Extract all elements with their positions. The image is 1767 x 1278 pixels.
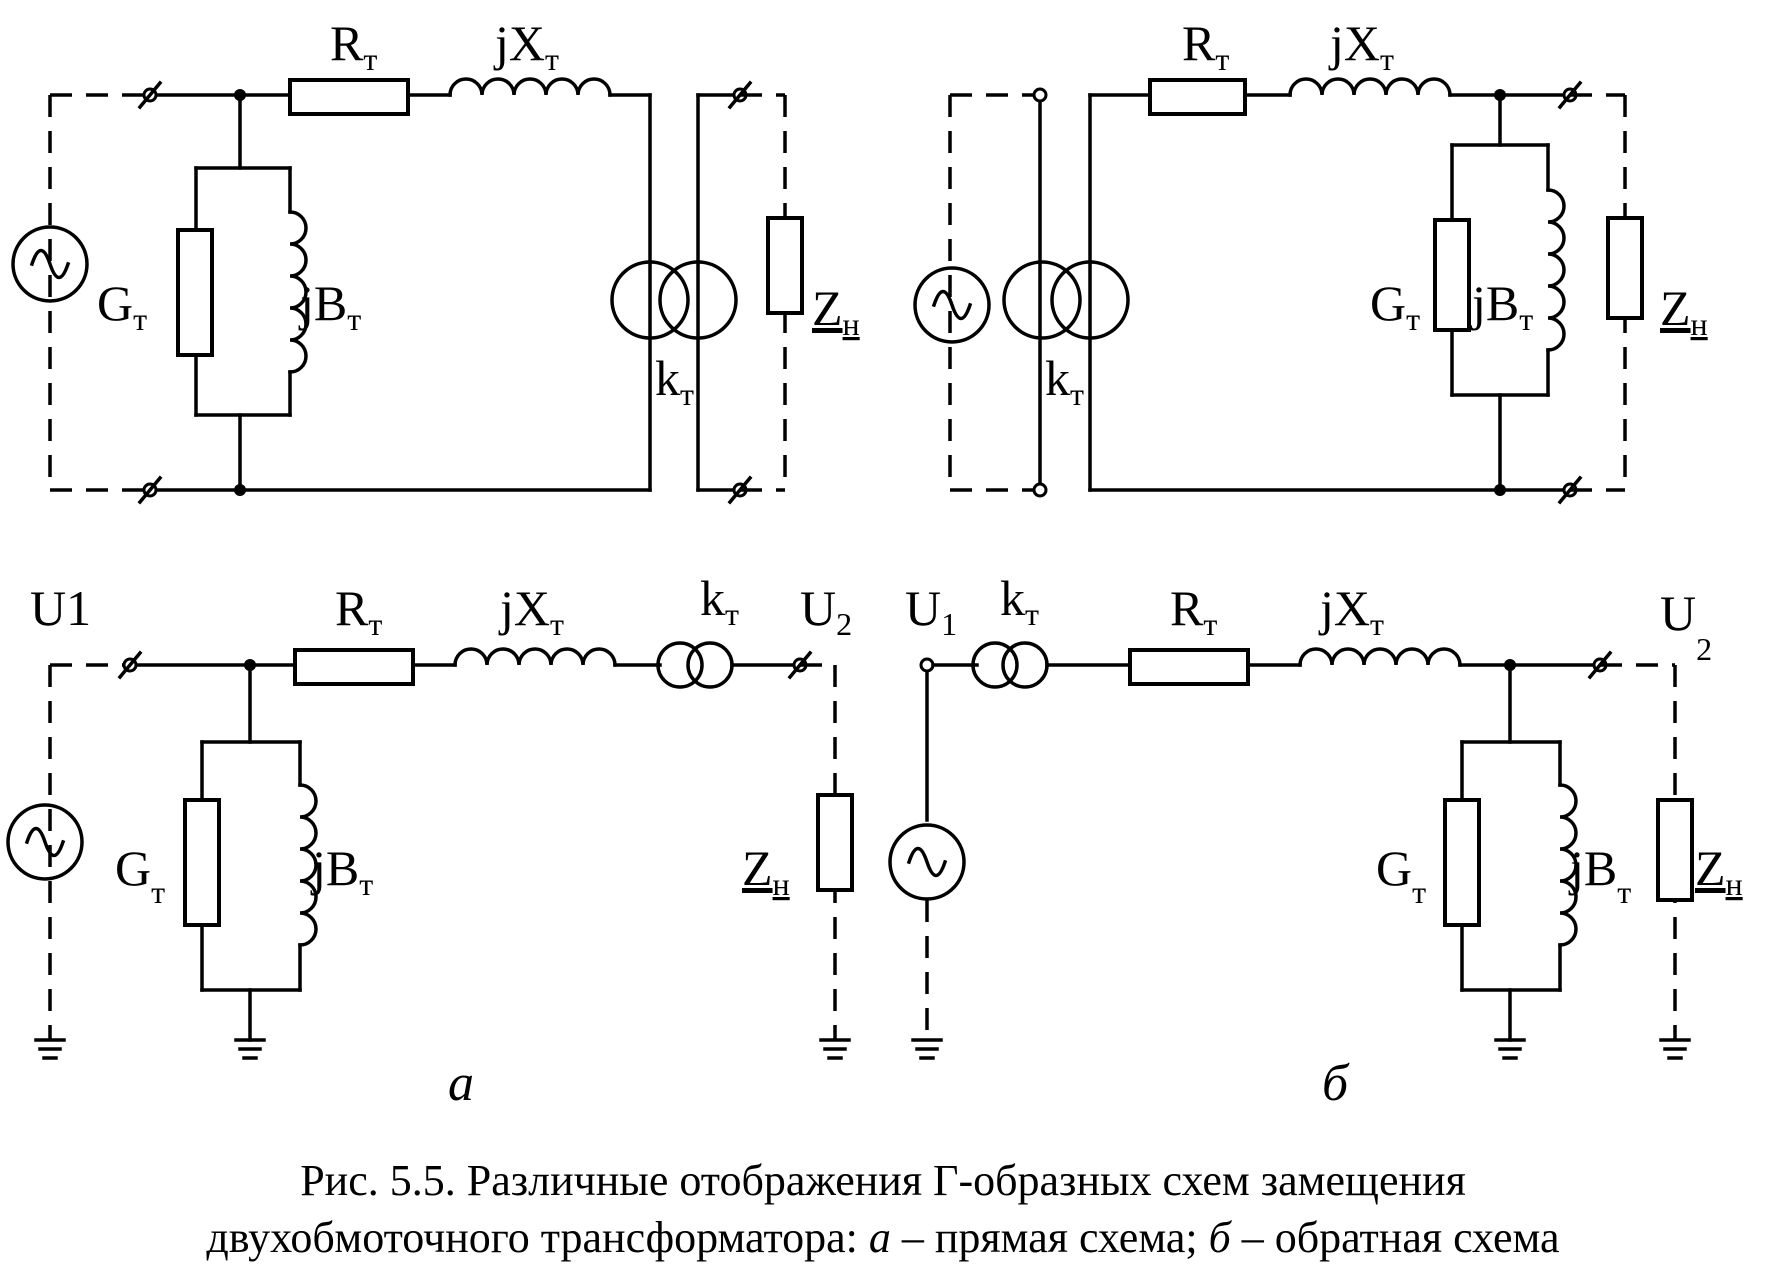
label-gt-tr: Gт <box>1370 275 1420 337</box>
transformer-bottom-right <box>971 641 1019 689</box>
label-rt-tr: Rт <box>1182 15 1229 77</box>
label-u1-bl: U1 <box>30 580 91 636</box>
transformer-top-right <box>1002 260 1082 340</box>
diagram-bottom-left <box>6 641 854 1060</box>
inductor-bt-top-right <box>1546 188 1566 352</box>
label-zn-br: Zн <box>1695 840 1743 902</box>
label-gt-bl: Gт <box>115 840 165 910</box>
resistor-gt-top-right <box>1433 218 1471 332</box>
label-bt-br: jBт <box>1568 840 1631 910</box>
diagram-top-right <box>913 77 1644 504</box>
diagram-top-left <box>11 77 804 504</box>
label-u2-bl: U2 <box>800 580 852 642</box>
label-gt-br: Gт <box>1376 840 1426 910</box>
label-zn-tr: Zн <box>1660 280 1708 342</box>
transformer-bottom-left <box>656 641 704 689</box>
label-kt-br: kт <box>1000 570 1039 632</box>
source-bottom-right <box>888 823 966 901</box>
label-u2-br: U2 <box>1660 585 1712 667</box>
label-zn-tl: Zн <box>812 280 860 342</box>
resistor-rt-bottom-left <box>293 648 415 686</box>
label-bt-tl: jBт <box>298 275 361 337</box>
load-zn-bottom-right <box>1656 798 1694 902</box>
diagram-bottom-right <box>888 641 1694 1060</box>
label-bt-tr: jBт <box>1470 275 1533 337</box>
caption-line-1: Рис. 5.5. Различные отображения Г-образн… <box>300 1156 1466 1205</box>
inductor-xt-top-left <box>448 77 612 97</box>
component-labels: Rт jXт Gт jBт kт Zн Rт jXт Gт jBт kт Zн … <box>30 15 1743 910</box>
label-kt-tr: kт <box>1045 350 1084 412</box>
label-rt-bl: Rт <box>335 580 382 642</box>
resistor-gt-top-left <box>176 228 214 357</box>
panel-label-b: б <box>1322 1055 1350 1112</box>
label-rt-br: Rт <box>1170 580 1217 642</box>
panel-label-a: а <box>448 1055 474 1112</box>
label-u1-br: U1 <box>905 580 957 642</box>
label-kt-bl: kт <box>700 570 739 632</box>
label-xt-br: jXт <box>1318 580 1384 642</box>
caption-line-2: двухобмоточного трансформатора: а – прям… <box>206 1213 1559 1262</box>
inductor-xt-top-right <box>1288 77 1452 97</box>
inductor-xt-bottom-right <box>1298 647 1462 667</box>
transformer-top-left <box>610 260 690 340</box>
label-xt-bl: jXт <box>498 580 564 642</box>
label-zn-bl: Zн <box>742 840 790 902</box>
resistor-rt-top-right <box>1148 78 1247 116</box>
source-top-right <box>913 266 991 344</box>
label-gt-tl: Gт <box>97 275 147 337</box>
resistor-rt-top-left <box>288 78 410 116</box>
load-zn-top-left <box>766 216 804 315</box>
resistor-gt-bottom-left <box>183 798 221 927</box>
label-rt-tl: Rт <box>330 15 377 77</box>
label-xt-tl: jXт <box>493 15 559 77</box>
load-zn-bottom-left <box>816 793 854 892</box>
label-bt-bl: jBт <box>310 840 373 902</box>
resistor-rt-bottom-right <box>1128 648 1250 686</box>
resistor-gt-bottom-right <box>1443 798 1481 927</box>
inductor-xt-bottom-left <box>453 647 617 667</box>
label-kt-tl: kт <box>655 350 694 412</box>
label-xt-tr: jXт <box>1328 15 1394 77</box>
source-bottom-left <box>6 803 84 881</box>
load-zn-top-right <box>1606 216 1644 320</box>
